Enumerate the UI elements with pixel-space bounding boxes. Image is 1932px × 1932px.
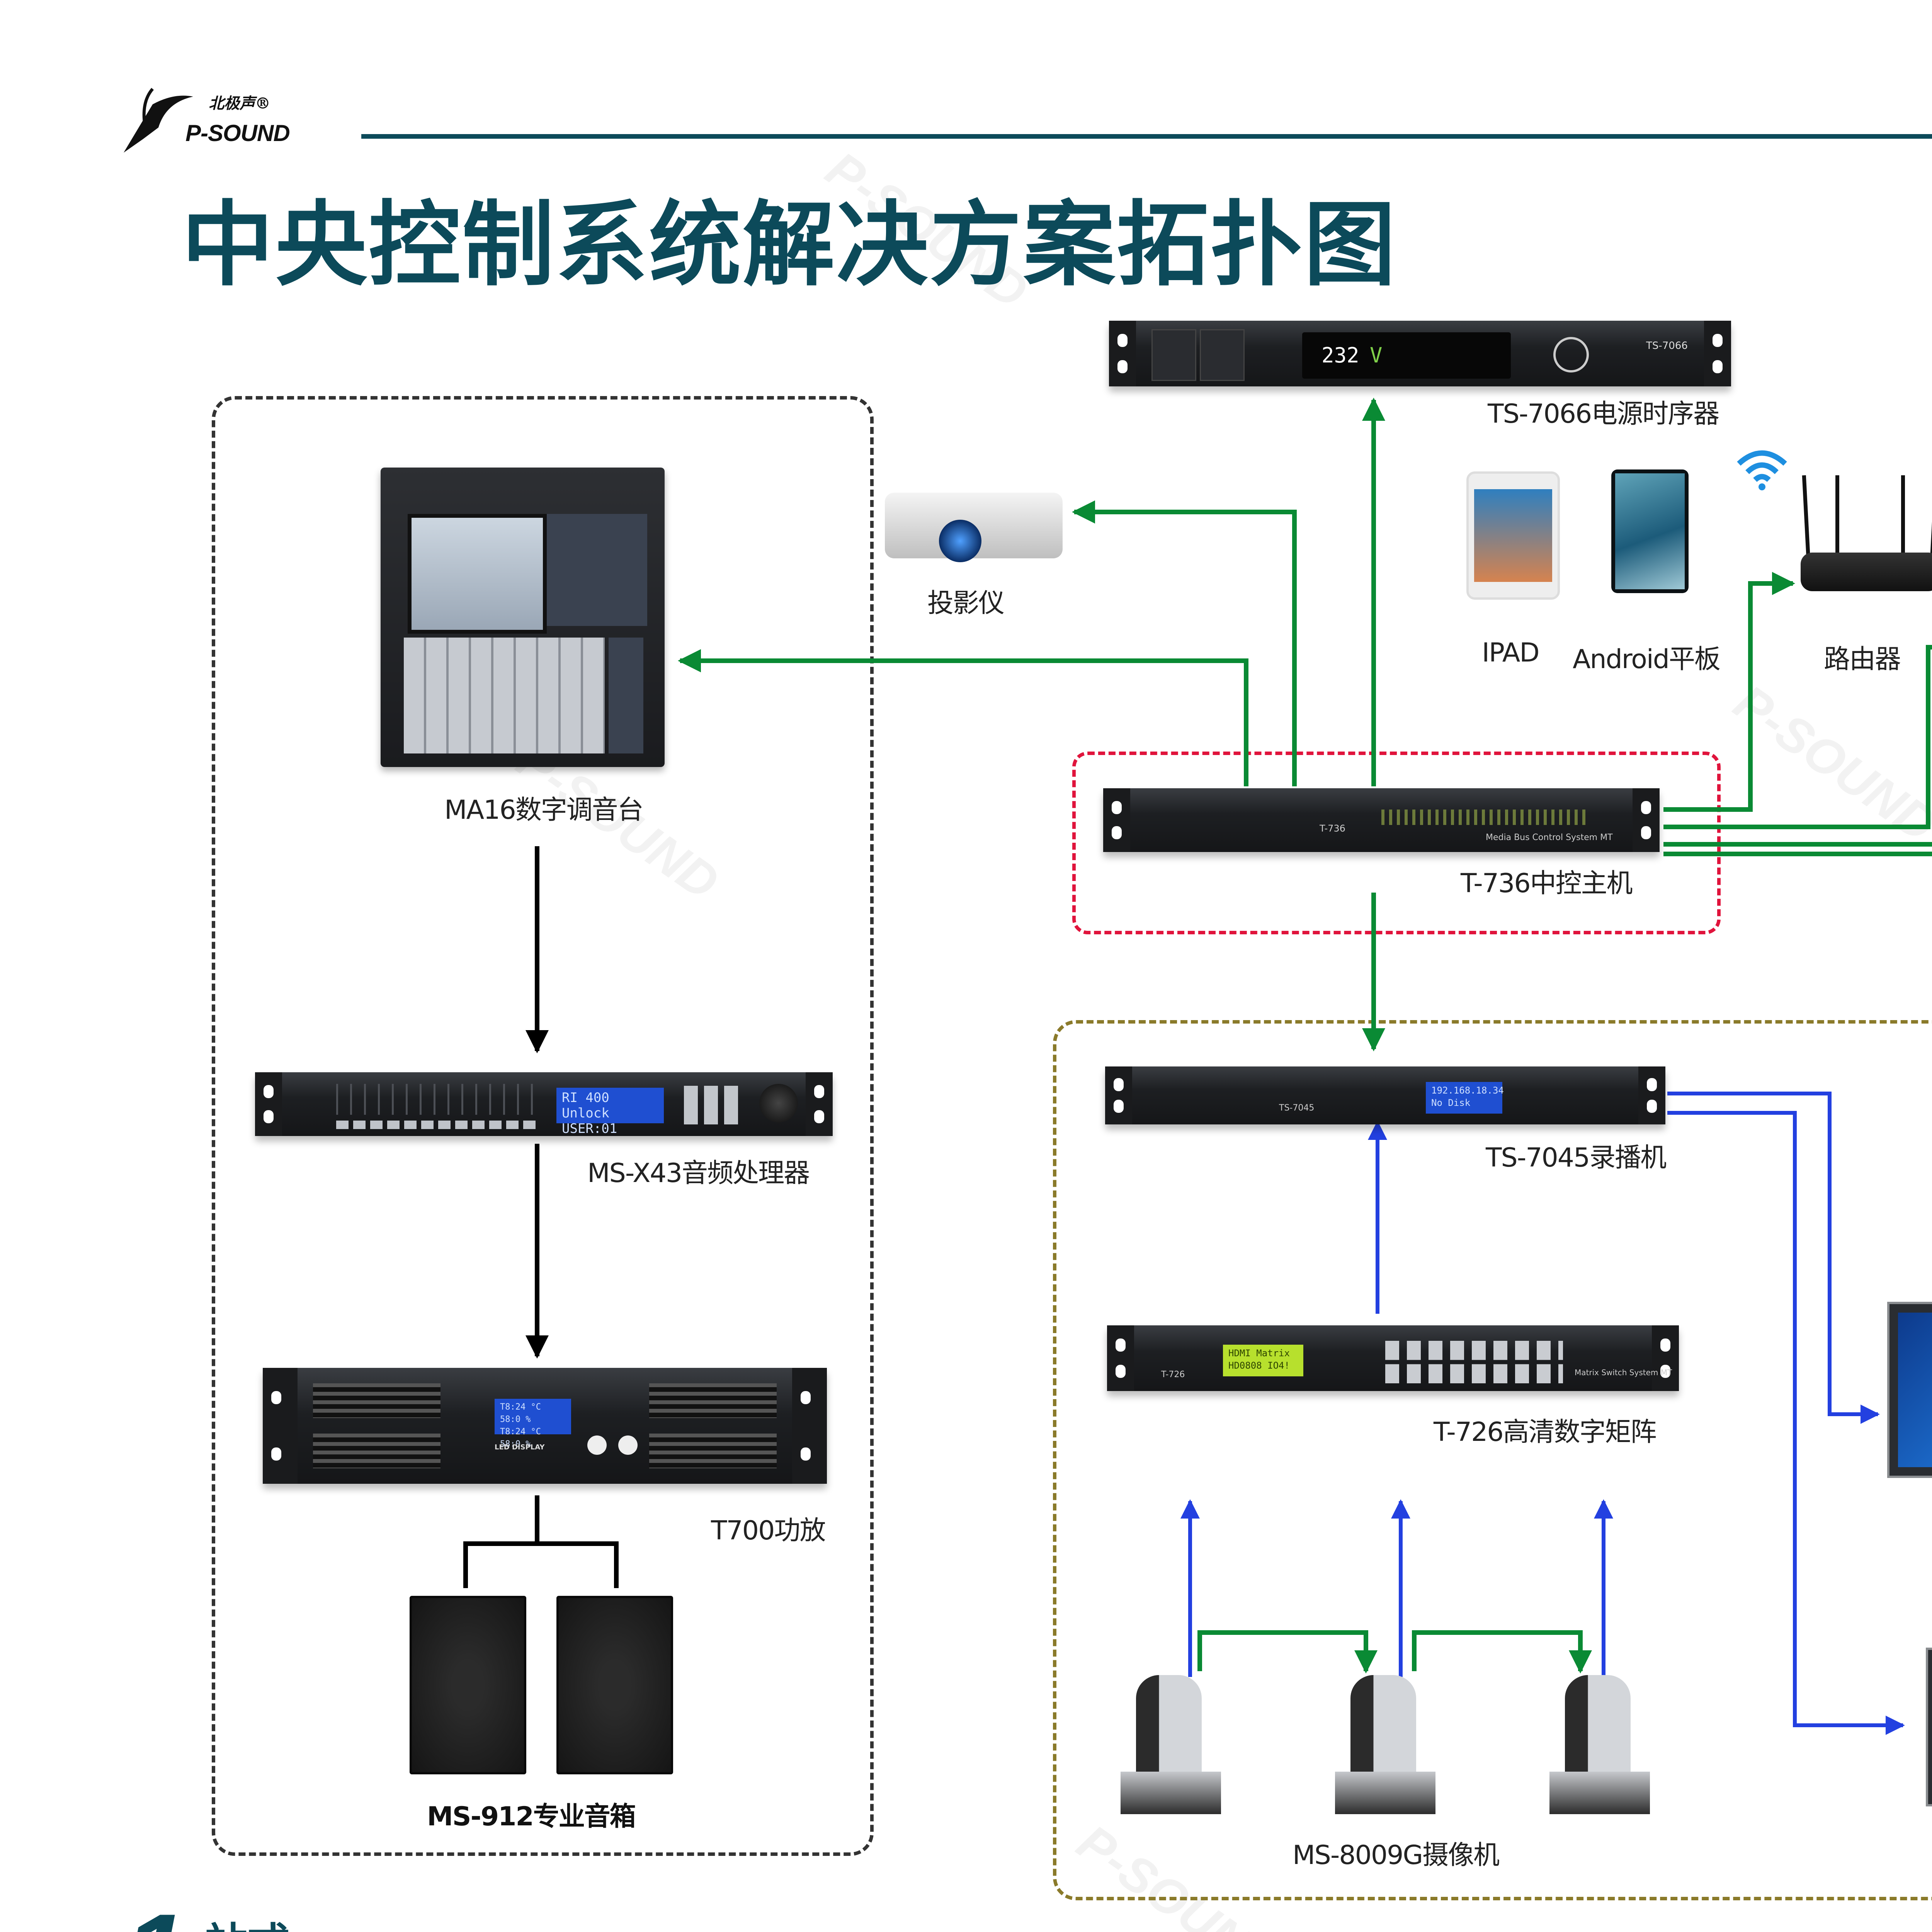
camera-label: MS-8009G摄像机 xyxy=(1293,1840,1500,1871)
speaker-left xyxy=(410,1596,526,1774)
ptz-camera-3[interactable] xyxy=(1546,1675,1669,1814)
vent xyxy=(649,1434,777,1468)
mixer-faders[interactable] xyxy=(404,638,605,753)
voltage-display: 232 V xyxy=(1302,332,1511,379)
brand-name-cn: 北极声® xyxy=(209,94,270,112)
vent xyxy=(313,1434,440,1468)
projector[interactable] xyxy=(877,481,1070,566)
subtitle: Media Bus Control System MT xyxy=(1486,833,1613,842)
ptz-camera-2[interactable] xyxy=(1331,1675,1455,1814)
data-lines xyxy=(678,398,1932,1673)
ipad[interactable] xyxy=(1466,471,1560,600)
projector-label: 投影仪 xyxy=(927,588,1005,619)
t726-label: T-726高清数字矩阵 xyxy=(1434,1417,1657,1447)
line-t736-to-dimmer xyxy=(1663,645,1932,829)
ts7045-label: TS-7045录播机 xyxy=(1486,1143,1667,1173)
t736-central-controller[interactable]: T-736 Media Bus Control System MT xyxy=(1103,788,1660,852)
brand-name-en: P-SOUND xyxy=(185,120,290,146)
led-screen[interactable] xyxy=(1928,1650,1932,1804)
projector-lens-icon xyxy=(939,520,981,562)
line-ts7045-to-led-big xyxy=(1667,1092,1880,1424)
subtitle: Matrix Switch System MT xyxy=(1575,1368,1672,1377)
footer-branding: 1 站式 音频解决方案 xyxy=(124,1897,587,1932)
mixer-touchscreen[interactable] xyxy=(408,514,547,634)
footer-line1: 站式 xyxy=(205,1909,290,1932)
line-ts7045-to-led xyxy=(1667,1111,1905,1735)
line-t736-to-router xyxy=(1663,572,1795,812)
line-cam2-to-cam3 xyxy=(1412,1630,1592,1673)
gain-knob-a[interactable] xyxy=(587,1435,607,1455)
voltage-unit: V xyxy=(1370,343,1383,367)
t700-label: T700功放 xyxy=(711,1515,826,1546)
matrix-buttons[interactable] xyxy=(1385,1341,1563,1383)
ts7066-label: TS-7066电源时序器 xyxy=(1488,399,1719,429)
channel-buttons[interactable] xyxy=(336,1121,537,1129)
processor-knob[interactable] xyxy=(759,1084,798,1122)
ts7066-power-sequencer[interactable]: 232 V TS-7066 xyxy=(1109,321,1731,386)
msx43-label: MS-X43音频处理器 xyxy=(587,1158,810,1189)
hdmi-lines xyxy=(1180,1092,1905,1735)
ma16-label: MA16数字调音台 xyxy=(444,795,644,825)
p-sound-swoosh-icon xyxy=(124,88,193,153)
audio-lines xyxy=(463,846,619,1588)
t700-power-amplifier[interactable]: T8:24 °C 58:0 %T8:24 °C 58:0 % LED DISPL… xyxy=(263,1368,827,1484)
ma16-digital-mixer[interactable] xyxy=(381,468,665,767)
line-t736-to-projector xyxy=(1072,500,1297,786)
line-t736-to-mixer xyxy=(678,649,1248,786)
ipad-label: IPAD xyxy=(1482,638,1540,668)
ms912-label: MS-912专业音箱 xyxy=(427,1801,636,1832)
line-amp-to-speakers xyxy=(463,1495,619,1588)
eq-meters xyxy=(336,1084,537,1115)
footer-number: 1 xyxy=(124,1897,186,1932)
t736-label: T-736中控主机 xyxy=(1461,868,1633,899)
led-big-screen[interactable] xyxy=(1889,1304,1932,1476)
model-label: TS-7045 xyxy=(1279,1103,1315,1113)
router[interactable] xyxy=(1801,475,1932,591)
model-label: T-736 xyxy=(1320,823,1345,834)
power-socket xyxy=(1151,329,1196,381)
wifi-icon xyxy=(1737,450,1787,490)
vent xyxy=(649,1383,777,1418)
model-label: T-726 xyxy=(1161,1370,1185,1379)
header-divider xyxy=(361,134,1932,139)
ptz-camera-1[interactable] xyxy=(1117,1675,1240,1814)
video-system-group xyxy=(1053,1020,1932,1900)
brand-logo-left: 北极声® P-SOUND xyxy=(116,81,348,155)
android-tablet[interactable] xyxy=(1611,469,1689,593)
page-title: 中央控制系统解决方案拓扑图 xyxy=(182,192,1397,299)
line-cam1-to-cam2 xyxy=(1197,1630,1378,1673)
android-label: Android平板 xyxy=(1573,644,1721,675)
speaker-right xyxy=(556,1596,673,1774)
amp-lcd: T8:24 °C 58:0 %T8:24 °C 58:0 % xyxy=(495,1399,571,1449)
amp-panel-label: LED DISPLAY xyxy=(495,1443,545,1451)
voltage-value: 232 xyxy=(1321,343,1359,367)
router-label: 路由器 xyxy=(1824,644,1901,675)
processor-keypad[interactable] xyxy=(684,1086,738,1124)
port-indicators xyxy=(1381,810,1590,825)
power-knob[interactable] xyxy=(1553,337,1589,372)
vent xyxy=(313,1383,440,1418)
audio-system-group xyxy=(212,396,874,1856)
gain-knob-b[interactable] xyxy=(618,1435,638,1455)
power-socket xyxy=(1200,329,1245,381)
model-label: TS-7066 xyxy=(1646,340,1688,352)
